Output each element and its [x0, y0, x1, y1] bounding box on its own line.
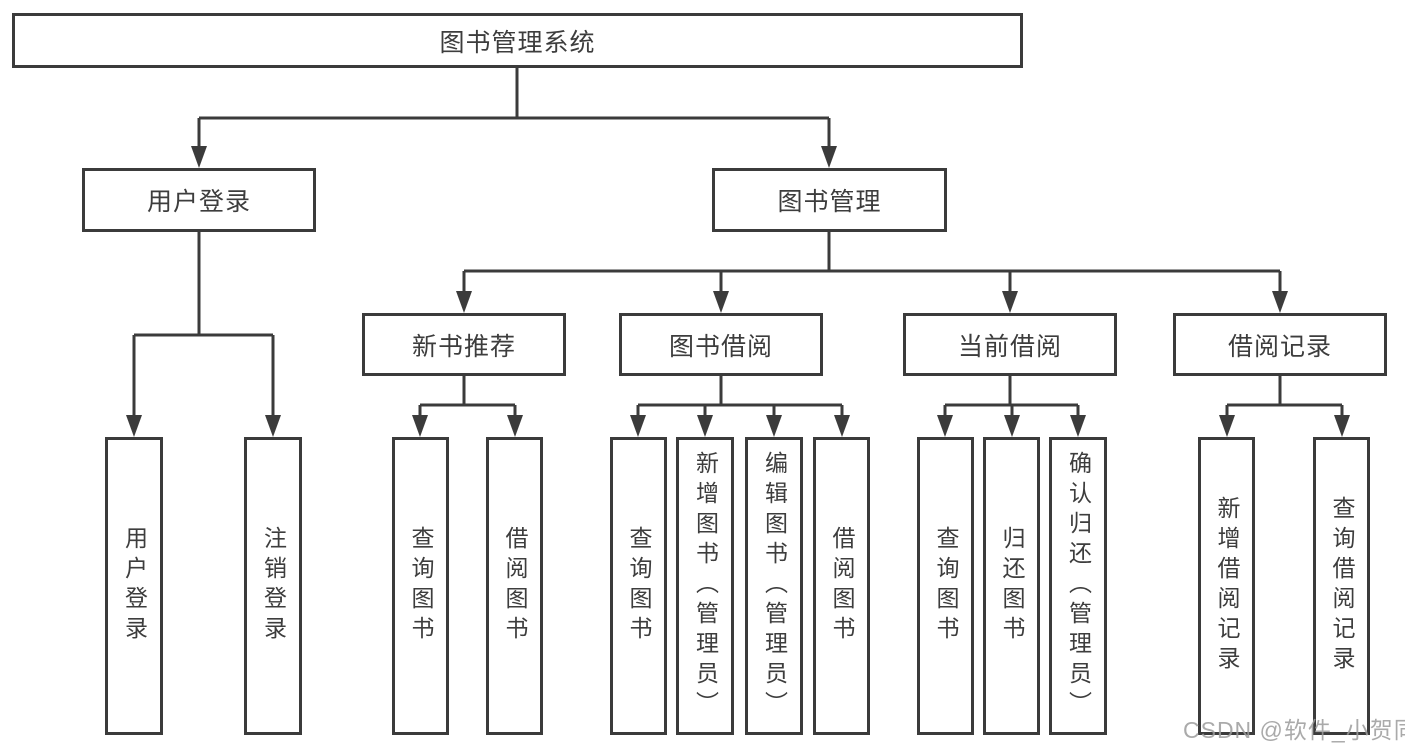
leaf-return-books: 归还图书: [983, 437, 1040, 735]
leaf-logout: 注销登录: [244, 437, 302, 735]
node-root-system: 图书管理系统: [12, 13, 1023, 68]
leaf-borrow-books: 借阅图书: [813, 437, 870, 735]
leaf-query-books-recommend: 查询图书: [392, 437, 449, 735]
node-book-management: 图书管理: [712, 168, 947, 232]
connector-book-borrow-to-leaves: [630, 376, 850, 437]
node-user-login: 用户登录: [82, 168, 316, 232]
node-current-borrowing: 当前借阅: [903, 313, 1117, 376]
connector-new-book-rec-to-leaves: [412, 376, 523, 437]
node-new-book-recommend: 新书推荐: [362, 313, 566, 376]
connector-current-borrow-to-leaves: [937, 376, 1086, 437]
leaf-add-borrow-record: 新增借阅记录: [1198, 437, 1255, 735]
connector-user-login-to-leaves: [126, 232, 281, 437]
leaf-query-borrow-record: 查询借阅记录: [1313, 437, 1370, 735]
leaf-query-books-current: 查询图书: [917, 437, 974, 735]
leaf-confirm-return-admin: 确认归还（管理员）: [1049, 437, 1107, 735]
leaf-edit-books-admin: 编辑图书（管理员）: [745, 437, 803, 735]
leaf-user-login: 用户登录: [105, 437, 163, 735]
leaf-add-books-admin: 新增图书（管理员）: [676, 437, 734, 735]
connector-book-mgmt-to-level3: [456, 232, 1288, 313]
node-borrow-records: 借阅记录: [1173, 313, 1387, 376]
node-book-borrowing: 图书借阅: [619, 313, 823, 376]
connector-borrow-records-to-leaves: [1219, 376, 1350, 437]
csdn-watermark: CSDN @软件_小贺同学: [1183, 717, 1405, 743]
leaf-borrow-books-recommend: 借阅图书: [486, 437, 543, 735]
connector-root-to-level2: [191, 68, 837, 168]
leaf-query-books-borrowing: 查询图书: [610, 437, 667, 735]
